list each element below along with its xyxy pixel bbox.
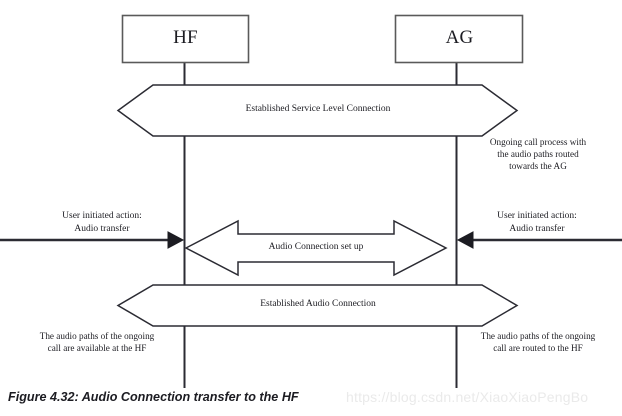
node-label-ag: AG [445, 27, 474, 48]
action-arrow-head-hf [167, 231, 185, 249]
node-box-hf [121, 14, 250, 64]
note-ag-audio-line1: The audio paths of the ongoing [480, 331, 596, 341]
note-hf-audio-line1: The audio paths of the ongoing [39, 331, 155, 341]
message-label-audio-established: Established Audio Connection [260, 299, 376, 309]
action-label-ag-line2: Audio transfer [509, 224, 565, 234]
action-label-hf-line2: Audio transfer [74, 224, 130, 234]
message-shape-service-level [116, 84, 519, 137]
message-shape-audio-established [116, 284, 519, 327]
note-ongoing-call-line3: towards the AG [509, 161, 567, 171]
watermark-text: https://blog.csdn.net/XiaoXiaoPengBo [346, 389, 589, 405]
note-ongoing-call-line1: Ongoing call process with [489, 137, 587, 147]
message-label-audio-setup: Audio Connection set up [268, 242, 364, 252]
note-ag-audio-line2: call are routed to the HF [493, 343, 583, 353]
note-hf-audio-line2: call are available at the HF [47, 343, 147, 353]
message-label-service-level: Established Service Level Connection [245, 104, 391, 114]
action-label-hf-line1: User initiated action: [62, 211, 142, 221]
action-arrow-head-ag [456, 231, 474, 249]
note-ongoing-call-line2: the audio paths routed [497, 149, 579, 159]
node-label-hf: HF [173, 27, 198, 48]
node-box-ag [394, 14, 524, 64]
message-shape-audio-setup [184, 219, 448, 277]
figure-caption: Figure 4.32: Audio Connection transfer t… [8, 390, 299, 404]
action-label-ag-line1: User initiated action: [497, 211, 577, 221]
